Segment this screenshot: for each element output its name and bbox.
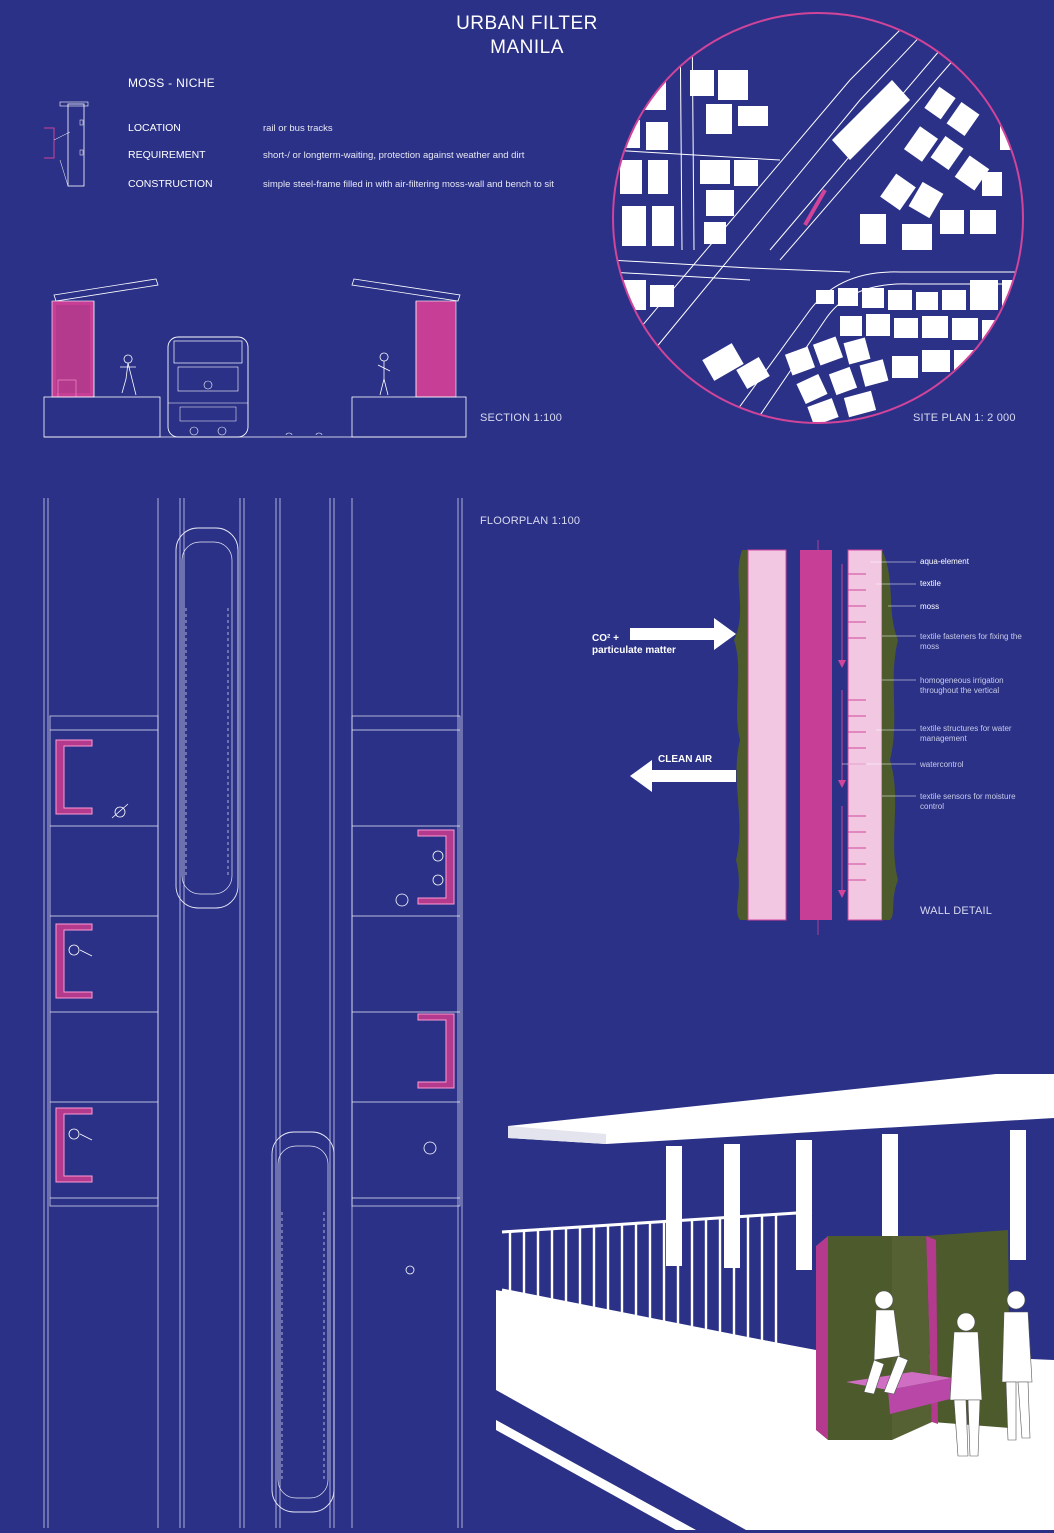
info-label-location: LOCATION [128, 122, 181, 134]
niche-heading: MOSS - NICHE [128, 76, 215, 90]
poster-title-line2: MANILA [490, 37, 564, 58]
site-plan-caption: SITE PLAN 1: 2 000 [913, 412, 1016, 424]
info-label-construction: CONSTRUCTION [128, 178, 213, 190]
inflow-label-line2: particulate matter [592, 645, 676, 656]
floorplan-drawing [43, 498, 463, 1528]
wall-label-textile: textile [920, 579, 941, 588]
info-value-location: rail or bus tracks [263, 123, 333, 134]
poster-title: URBAN FILTER MANILA [0, 12, 1054, 60]
poster-title-line1: URBAN FILTER [456, 13, 598, 34]
wall-label-watercontrol: watercontrol [920, 760, 964, 769]
info-value-requirement: short-/ or longterm-waiting, protection … [263, 150, 525, 161]
outflow-label: CLEAN AIR [658, 754, 713, 765]
site-plan-map [612, 12, 1024, 424]
wall-label-irrigation: homogeneous irrigation throughout the ve… [920, 676, 1004, 695]
info-value-construction: simple steel-frame filled in with air-fi… [263, 179, 554, 190]
wall-label-water-structures: textile structures for water management [920, 724, 1012, 743]
wall-detail-caption: WALL DETAIL [920, 905, 993, 917]
section-drawing [43, 278, 467, 438]
wall-label-aqua: aqua-element [920, 557, 969, 566]
niche-icon [44, 101, 89, 187]
wall-label-sensors: textile sensors for moisture control [920, 792, 1016, 811]
inflow-arrow-icon [630, 618, 736, 650]
inflow-label: CO² + particulate matter [592, 633, 676, 657]
wall-label-fasteners: textile fasteners for fixing the moss [920, 632, 1022, 651]
wall-detail-drawing [734, 540, 916, 935]
wall-label-moss: moss [920, 602, 940, 611]
info-label-requirement: REQUIREMENT [128, 149, 206, 161]
floorplan-caption: FLOORPLAN 1:100 [480, 515, 581, 527]
outflow-arrow-icon [630, 760, 736, 792]
inflow-label-line1: CO² + [592, 633, 619, 644]
section-caption: SECTION 1:100 [480, 412, 563, 424]
perspective-render [496, 1074, 1054, 1530]
